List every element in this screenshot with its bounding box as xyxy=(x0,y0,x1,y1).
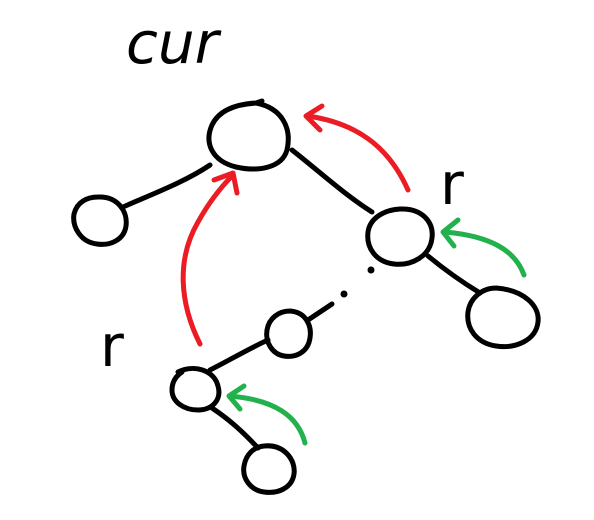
edge-r-right-child xyxy=(425,253,483,296)
edge-root-right xyxy=(289,147,375,215)
edge-left-r-up xyxy=(207,337,271,373)
green-arrow-left xyxy=(226,383,308,446)
red-arrow-right xyxy=(303,103,411,193)
label-r-left: r xyxy=(100,312,124,380)
ellipsis-dot xyxy=(367,266,375,274)
node-middle xyxy=(264,308,313,359)
ellipsis-dot xyxy=(340,290,348,298)
node-r-left xyxy=(169,366,222,413)
edge-dotted-up xyxy=(305,301,335,323)
node-r-left-child xyxy=(241,443,297,495)
node-r-right-child xyxy=(465,285,541,350)
node-left-leaf xyxy=(71,194,129,247)
node-root xyxy=(206,98,291,172)
red-arrow-left xyxy=(180,170,240,347)
label-cur: cur xyxy=(126,9,222,77)
edge-root-left xyxy=(120,162,213,210)
node-r-right xyxy=(365,206,435,267)
edge-left-r-child xyxy=(209,405,261,451)
label-r-right: r xyxy=(440,150,464,218)
green-arrow-right xyxy=(440,217,527,278)
